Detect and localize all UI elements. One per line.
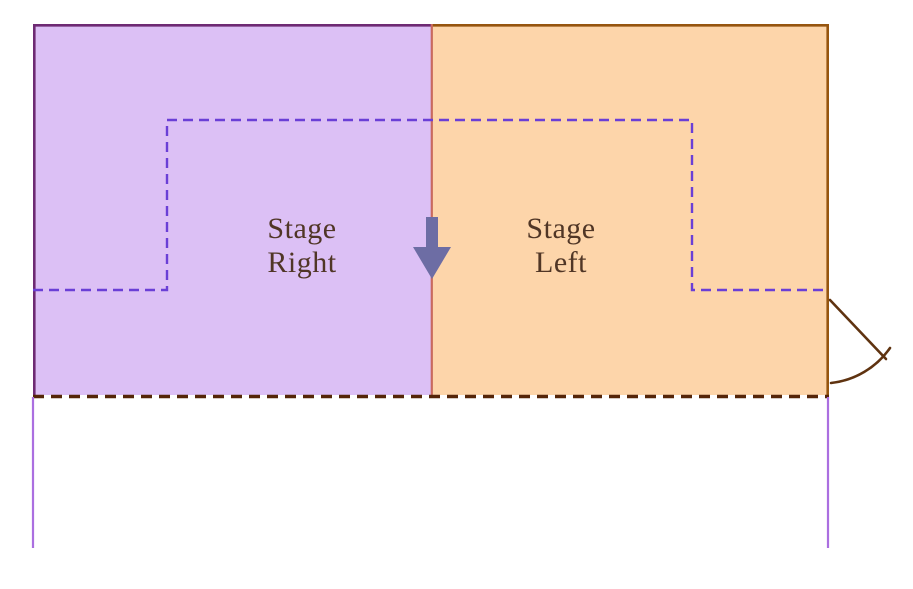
stage-right-region [33,24,432,395]
crossover-dashed-path [33,118,828,292]
stage-left-label-line2: Left [535,246,587,279]
stage-right-wall-border [33,24,432,395]
stage-right-label-line1: Stage [267,212,336,245]
stage-left-label-line1: Stage [526,212,595,245]
door-panel-line [828,298,888,361]
stage-left-region [432,24,829,395]
stage-right-label-line2: Right [267,246,336,279]
door-swing-arc [829,346,892,385]
downstage-arrow-icon [413,217,451,279]
stage-left-wall-border [432,24,829,395]
